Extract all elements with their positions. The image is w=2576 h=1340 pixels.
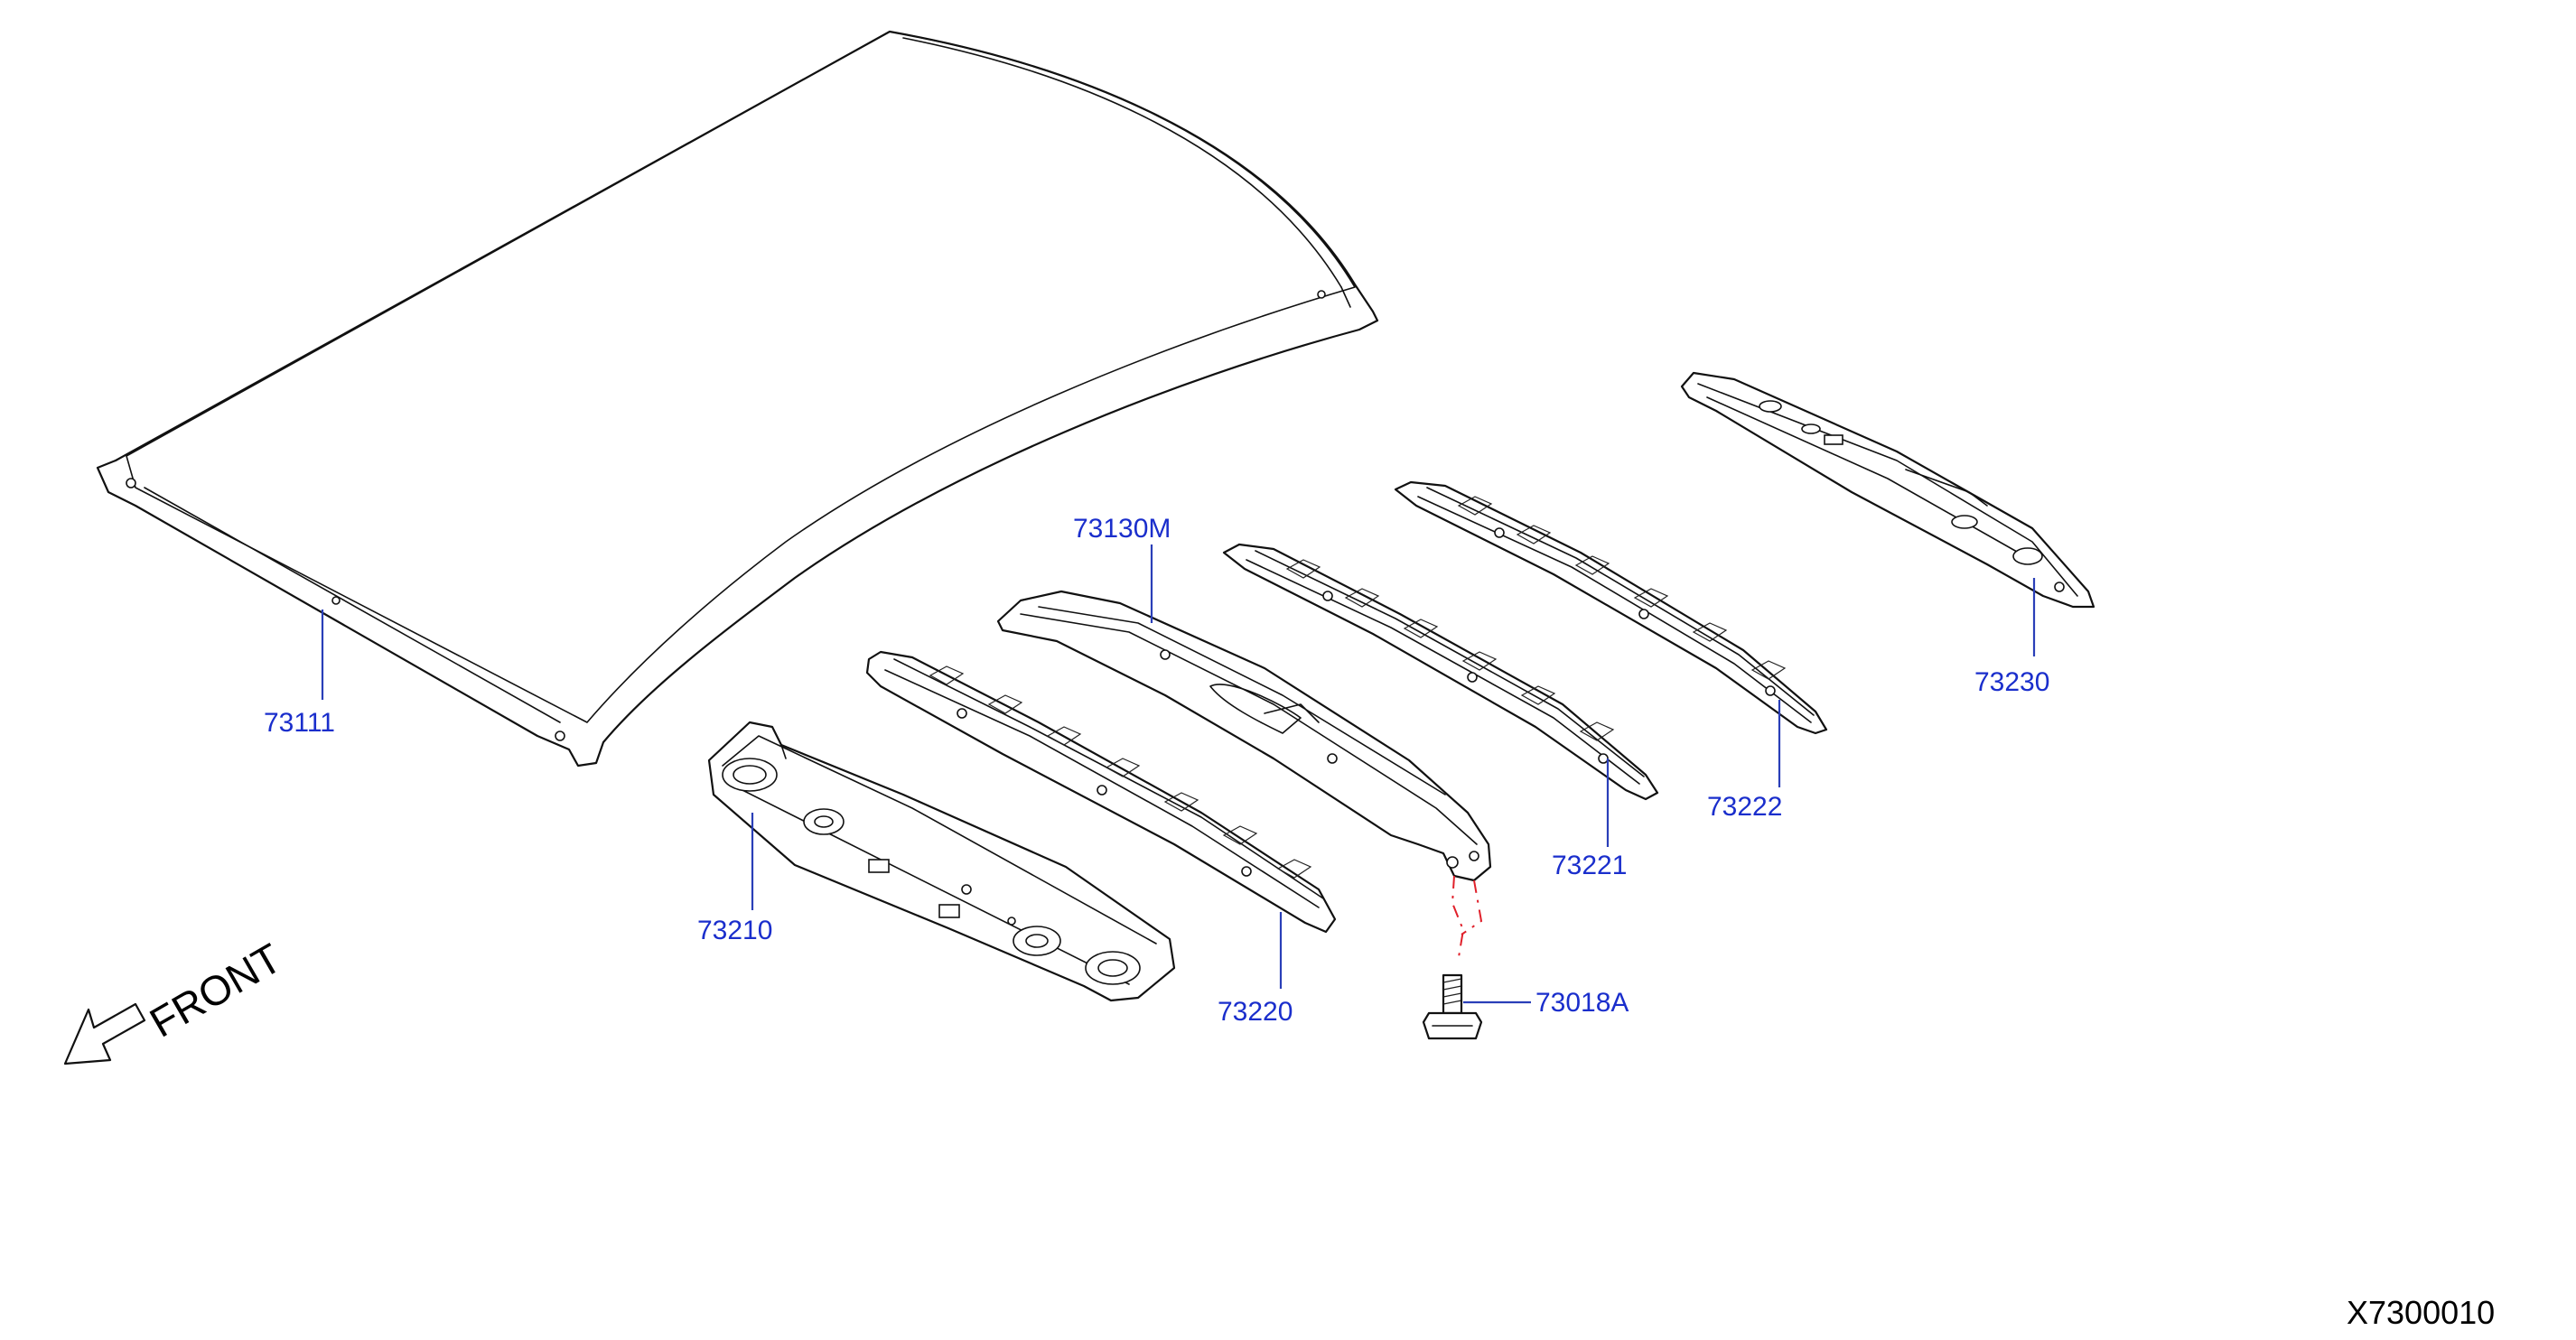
callout-73018A: 73018A	[1535, 988, 1629, 1018]
callout-73111: 73111	[264, 708, 335, 738]
callout-73222: 73222	[1707, 792, 1782, 822]
callout-labels: 73111 73210 73220 73130M 73221 73222 732…	[264, 514, 2049, 1027]
callout-73220: 73220	[1218, 997, 1293, 1027]
roof-panel[interactable]	[96, 30, 1379, 768]
front-arrow-icon	[63, 1002, 146, 1065]
front-label: FRONT	[142, 934, 289, 1046]
front-roof-rail[interactable]	[707, 721, 1176, 1002]
roof-bow-3[interactable]	[1394, 480, 1828, 735]
roof-bow-1[interactable]	[865, 650, 1337, 934]
callout-73230: 73230	[1974, 667, 2049, 697]
front-indicator: FRONT	[63, 934, 289, 1065]
rear-roof-rail[interactable]	[1680, 371, 2095, 609]
bolt[interactable]	[1422, 875, 1483, 1040]
callout-73130M: 73130M	[1073, 514, 1171, 544]
roof-bow-2[interactable]	[1222, 543, 1659, 801]
leader-lines	[321, 544, 2036, 1004]
roof-bow-center[interactable]	[996, 590, 1492, 882]
reference-code: X7300010	[2347, 1294, 2495, 1331]
callout-73221: 73221	[1552, 851, 1627, 880]
callout-73210: 73210	[697, 916, 772, 945]
